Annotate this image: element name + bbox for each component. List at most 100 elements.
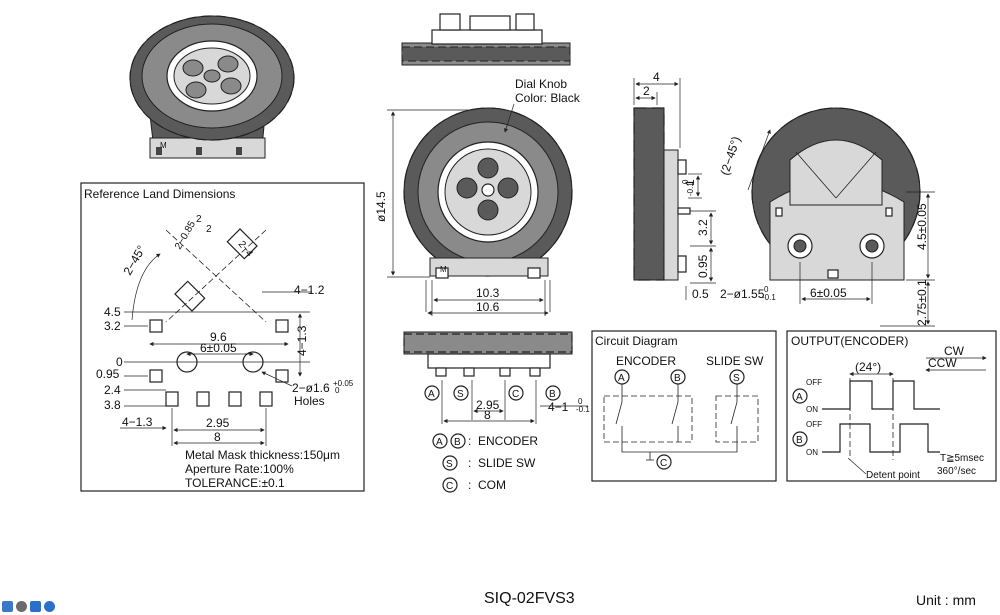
legend-ab-sep: :	[468, 434, 471, 448]
iso-mark: M	[160, 141, 167, 150]
legend-s-sep: :	[468, 456, 471, 470]
circuit-pin-b: B	[674, 373, 681, 384]
legend-pin-b: B	[454, 437, 461, 448]
output-a-on: ON	[806, 405, 818, 414]
user-icon[interactable]	[16, 601, 27, 612]
dim-2-75: 2.75±0.1	[915, 279, 929, 326]
land-d085: 2−0.85	[173, 219, 198, 252]
land-d45: 4.5	[104, 305, 121, 319]
land-d216-tol: +0.05	[333, 379, 354, 388]
land-title: Reference Land Dimensions	[84, 187, 235, 201]
legend-c-text: COM	[478, 478, 506, 492]
circuit-pin-a: A	[618, 373, 625, 384]
dim-1-tol-upper: 0	[681, 179, 690, 184]
bottom-d8: 8	[484, 408, 491, 422]
pin-s-bottom: S	[457, 389, 464, 400]
bottom-tol-l: -0.1	[576, 405, 590, 414]
circuit-pin-c: C	[660, 458, 667, 469]
land-d38: 3.8	[104, 398, 121, 412]
output-pin-b: B	[796, 435, 803, 446]
land-d2b: 2	[206, 224, 212, 235]
dim-0-95: 0.95	[696, 254, 710, 278]
output-cw: CW	[944, 344, 965, 358]
land-tolerance: TOLERANCE:±0.1	[185, 476, 285, 490]
land-mask: Metal Mask thickness:150μm	[185, 448, 340, 462]
land-d245: 2−45°	[120, 243, 148, 278]
legend-pin-a: A	[436, 437, 443, 448]
dim-10-6: 10.6	[476, 300, 500, 314]
dim-6: 6±0.05	[810, 286, 847, 300]
land-aperture: Aperture Rate:100%	[185, 462, 294, 476]
circuit-encoder: ENCODER	[616, 354, 676, 368]
land-d2: 2	[196, 214, 202, 225]
land-d32: 3.2	[104, 319, 121, 333]
output-angle: (24°)	[855, 360, 881, 374]
land-d216: 2−ø1.6	[292, 381, 330, 395]
land-d6: 6±0.05	[200, 341, 237, 355]
output-speed: 360°/sec	[937, 466, 976, 477]
land-d8: 8	[214, 430, 221, 444]
dim-holes-tol-u: 0	[764, 285, 769, 294]
front-view: M Dial Knob Color: Black ø14.5 10.3 10.6	[374, 77, 581, 316]
gear-icon[interactable]	[44, 601, 55, 612]
legend-ab-text: ENCODER	[478, 434, 538, 448]
bottom-d41: 4−1	[548, 400, 569, 414]
model-number: SIQ-02FVS3	[484, 590, 575, 607]
land-d412: 4−1.2	[294, 283, 325, 297]
pin-c-bottom: C	[512, 389, 519, 400]
dim-0-5: 0.5	[692, 287, 709, 301]
dim-holes: 2−ø1.55	[720, 287, 765, 301]
dim-4: 4	[653, 70, 660, 84]
side-view: 4 2 1 -0.1 0 3.2 0.95 0.5	[633, 70, 716, 301]
bottom-d295: 2.95	[476, 398, 500, 412]
bottom-tol-u: 0	[578, 397, 583, 406]
circuit-slide: SLIDE SW	[706, 354, 764, 368]
land-d24b: 2.4	[104, 383, 121, 397]
shirt-icon[interactable]	[30, 601, 41, 612]
dim-3-2: 3.2	[696, 219, 710, 236]
dim-2: 2	[643, 84, 650, 98]
dim-holes-tol-l: -0.1	[762, 293, 776, 302]
land-d0: 0	[116, 355, 123, 369]
land-d413b: 4−1.3	[122, 415, 153, 429]
land-d413: 4−1.3	[295, 325, 309, 356]
output-ccw: CCW	[928, 356, 957, 370]
circuit-pin-s: S	[733, 373, 740, 384]
output-t: T≧5msec	[940, 453, 984, 464]
circuit-panel: Circuit Diagram ENCODER SLIDE SW A B S C	[591, 330, 777, 482]
dim-4-5: 4.5±0.05	[915, 203, 929, 250]
land-d96: 9.6	[210, 330, 227, 344]
dial-knob-color: Color: Black	[515, 91, 581, 105]
bottom-view: A S C B 2.95 8 4−1 0 -0.1 A B : ENCODER …	[403, 331, 590, 493]
output-panel: OUTPUT(ENCODER) CW CCW (24°) OFF ON A OF…	[786, 330, 997, 482]
top-profile-view	[401, 13, 571, 66]
dial-knob-label: Dial Knob	[515, 77, 567, 91]
rear-view: (2−45°) 4.5±0.05 2.75±0.1 6±0.05 2−ø1.55…	[718, 107, 935, 327]
output-b-on: ON	[806, 448, 818, 457]
legend-pin-c: C	[446, 481, 453, 492]
land-d295: 2.95	[206, 416, 230, 430]
dim-1-tol: -0.1	[686, 182, 695, 196]
circuit-title: Circuit Diagram	[595, 334, 678, 348]
unit-label: Unit : mm	[916, 592, 976, 608]
land-panel: Reference Land Dimensions 2−45° 2−0.85 2…	[80, 182, 365, 492]
legend-s-text: SLIDE SW	[478, 456, 536, 470]
output-a-off: OFF	[806, 378, 822, 387]
output-title: OUTPUT(ENCODER)	[791, 334, 908, 348]
taskbar-tray	[2, 601, 55, 612]
pin-a-bottom: A	[428, 389, 435, 400]
keyboard-icon[interactable]	[2, 601, 13, 612]
isometric-view: M	[129, 15, 295, 159]
dim-10-3: 10.3	[476, 286, 500, 300]
output-pin-a: A	[796, 392, 803, 403]
land-holes: Holes	[294, 394, 325, 408]
output-b-off: OFF	[806, 420, 822, 429]
front-mark: M	[440, 265, 447, 274]
output-detent: Detent point	[866, 470, 920, 481]
rear-angle: (2−45°)	[718, 135, 744, 177]
legend-c-sep: :	[468, 478, 471, 492]
legend-pin-s: S	[446, 459, 453, 470]
land-d095: 0.95	[96, 367, 120, 381]
dim-1: 1	[683, 179, 697, 186]
